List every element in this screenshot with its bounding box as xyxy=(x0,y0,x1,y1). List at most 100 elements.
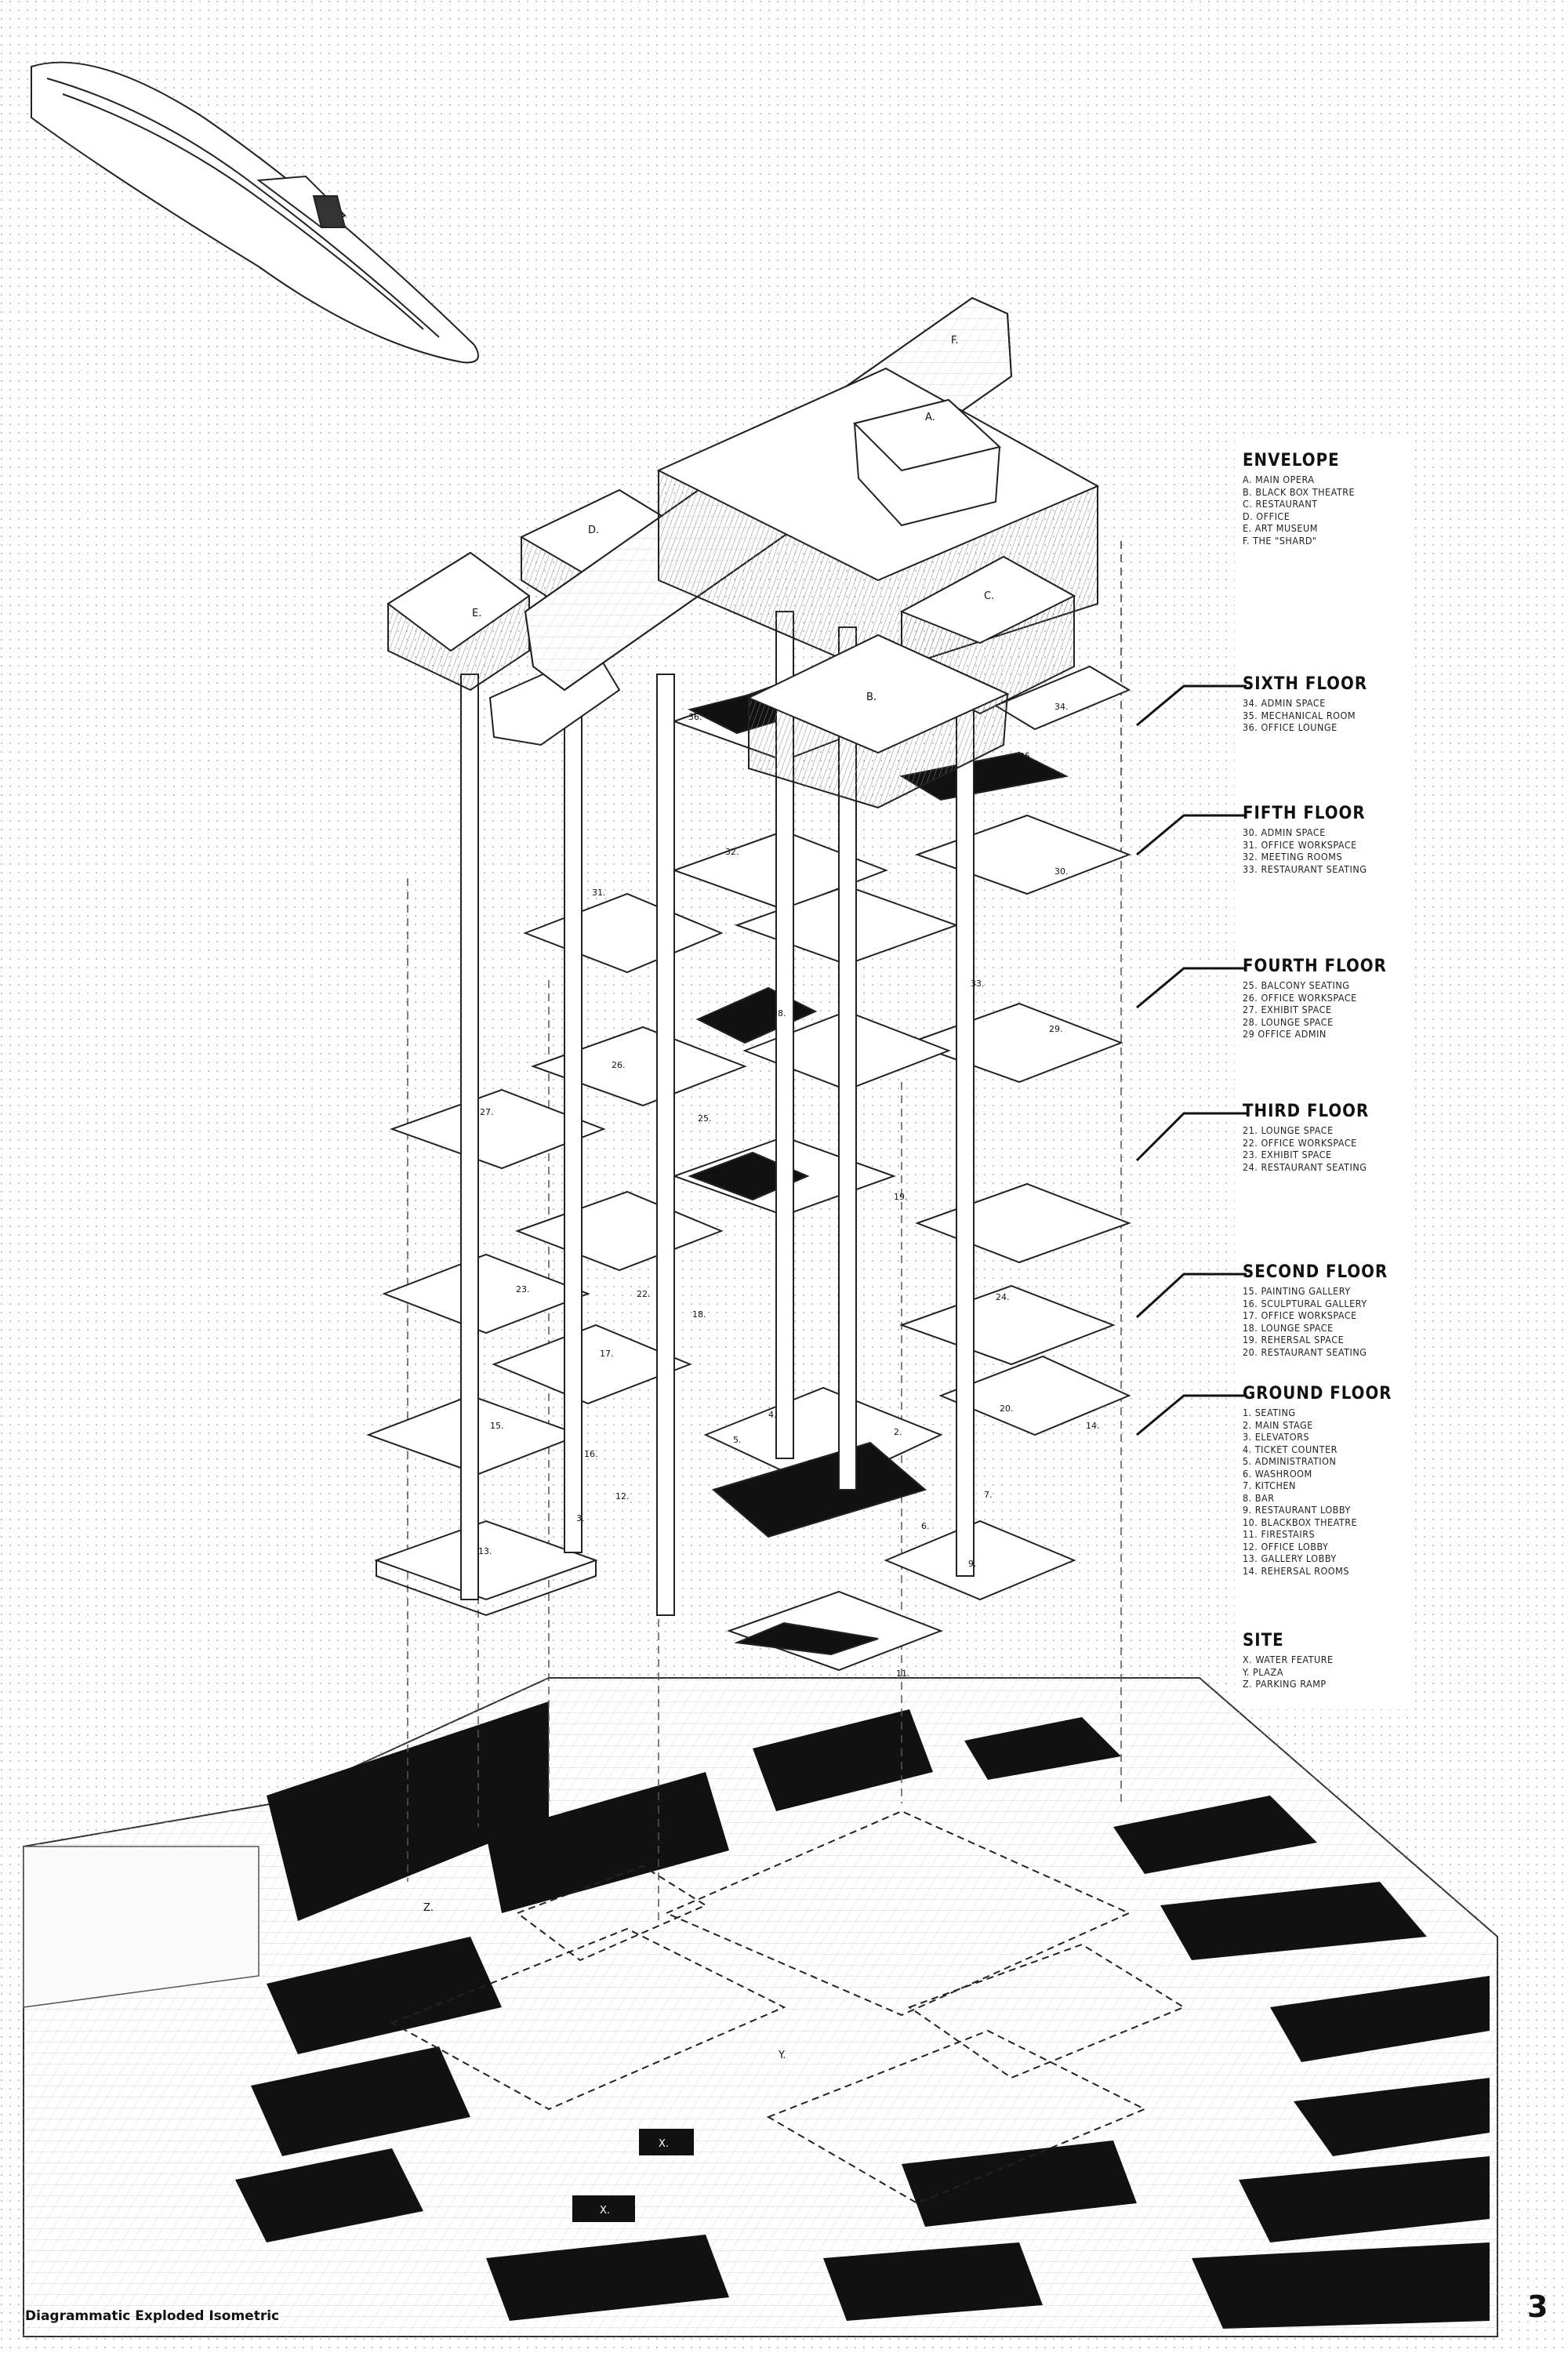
legend-item: 22. OFFICE WORKSPACE xyxy=(1243,1136,1357,1149)
legend-envelope-title: ENVELOPE xyxy=(1243,451,1340,470)
room-number-label: 18. xyxy=(692,1309,706,1320)
legend-item: 11. FIRESTAIRS xyxy=(1243,1528,1316,1540)
label-e: E. xyxy=(472,608,481,619)
room-number-label: 20. xyxy=(1000,1403,1014,1414)
room-number-label: 27. xyxy=(480,1107,494,1117)
label-a: A. xyxy=(925,412,935,423)
legend-item: 33. RESTAURANT SEATING xyxy=(1243,862,1367,875)
cruise-ship xyxy=(31,61,479,364)
label-d: D. xyxy=(588,525,599,536)
legend-item: 21. LOUNGE SPACE xyxy=(1243,1124,1334,1136)
legend-item: 6. WASHROOM xyxy=(1243,1467,1312,1480)
label-z: Z. xyxy=(423,1902,434,1914)
legend-leaders xyxy=(1135,684,1247,1436)
drawing-caption: Diagrammatic Exploded Isometric xyxy=(25,2308,280,2324)
legend-item: 15. PAINTING GALLERY xyxy=(1243,1285,1351,1297)
room-number-label: 12. xyxy=(615,1491,630,1501)
legend-item: 19. REHERSAL SPACE xyxy=(1243,1334,1345,1345)
room-number-label: 26. xyxy=(612,1060,626,1070)
room-number-label: 19. xyxy=(894,1192,908,1202)
room-number-label: 3. xyxy=(576,1513,585,1523)
legend-item: 30. ADMIN SPACE xyxy=(1243,826,1326,838)
room-number-label: 23. xyxy=(516,1284,530,1295)
room-number-label: 11. xyxy=(896,1669,910,1679)
room-number-label: 14. xyxy=(1086,1421,1100,1431)
legend-item: Y. PLAZA xyxy=(1243,1665,1283,1678)
legend-sixth-title: SIXTH FLOOR xyxy=(1243,674,1368,694)
envelope-labels: A. B. C. D. E. F. xyxy=(472,335,994,703)
legend-ground-title: GROUND FLOOR xyxy=(1243,1384,1392,1403)
legend-item: E. ART MUSEUM xyxy=(1243,522,1318,534)
legend-item: 13. GALLERY LOBBY xyxy=(1243,1552,1337,1564)
label-f: F. xyxy=(951,335,959,347)
legend-item: 1. SEATING xyxy=(1243,1407,1296,1418)
room-number-label: 17. xyxy=(600,1349,614,1359)
legend-panel xyxy=(1235,439,1411,1709)
room-number-label: 7. xyxy=(984,1490,993,1500)
legend-item: 31. OFFICE WORKSPACE xyxy=(1243,838,1357,851)
legend-item: F. THE "SHARD" xyxy=(1243,534,1317,546)
legend-item: 23. EXHIBIT SPACE xyxy=(1243,1149,1332,1160)
room-number-label: 28. xyxy=(772,1008,786,1019)
legend-item: D. OFFICE xyxy=(1243,510,1290,522)
room-number-label: 15. xyxy=(490,1421,504,1431)
legend-item: 17. OFFICE WORKSPACE xyxy=(1243,1309,1357,1321)
legend-item: 25. BALCONY SEATING xyxy=(1243,979,1350,991)
room-number-label: 25. xyxy=(698,1113,712,1124)
legend-item: 3. ELEVATORS xyxy=(1243,1431,1310,1443)
room-number-label: 36. xyxy=(688,712,702,722)
room-number-label: 34. xyxy=(1054,702,1069,712)
room-number-label: 13. xyxy=(478,1546,492,1556)
room-number-label: 10. xyxy=(814,1627,828,1637)
label-c: C. xyxy=(984,590,994,602)
legend-item: B. BLACK BOX THEATRE xyxy=(1243,485,1356,498)
legend-item: 10. BLACKBOX THEATRE xyxy=(1243,1516,1358,1528)
legend-item: 18. LOUNGE SPACE xyxy=(1243,1321,1334,1334)
room-number-label: 4. xyxy=(768,1410,777,1420)
label-y: Y. xyxy=(778,2050,786,2061)
room-number-label: 16. xyxy=(584,1449,598,1459)
water-feature-2 xyxy=(572,2195,635,2222)
legend-fifth-title: FIFTH FLOOR xyxy=(1243,804,1366,823)
room-number-label: 22. xyxy=(637,1289,651,1299)
legend-item: X. WATER FEATURE xyxy=(1243,1654,1334,1665)
legend-item: 9. RESTAURANT LOBBY xyxy=(1243,1504,1351,1516)
legend-third-title: THIRD FLOOR xyxy=(1243,1102,1370,1121)
legend-item: Z. PARKING RAMP xyxy=(1243,1678,1327,1690)
legend-item: 36. OFFICE LOUNGE xyxy=(1243,721,1338,733)
water-feature-1 xyxy=(639,2129,694,2155)
room-number-label: 9. xyxy=(968,1559,977,1569)
legend-item: 24. RESTAURANT SEATING xyxy=(1243,1160,1367,1173)
room-labels: 36.34.35.32.30.31.33.28.29.26.27.25.21.1… xyxy=(478,702,1100,1679)
site-plaza xyxy=(23,1677,1498,2337)
legend-item: 32. MEETING ROOMS xyxy=(1243,851,1343,862)
room-number-label: 31. xyxy=(592,888,606,898)
legend-item: 8. BAR xyxy=(1243,1491,1275,1504)
label-x1: X. xyxy=(659,2138,669,2150)
legend-item: 14. REHERSAL ROOMS xyxy=(1243,1564,1349,1577)
room-number-label: 21. xyxy=(728,1168,742,1178)
legend-item: C. RESTAURANT xyxy=(1243,498,1318,510)
legend-item: 4. TICKET COUNTER xyxy=(1243,1443,1338,1455)
legend-second-title: SECOND FLOOR xyxy=(1243,1262,1388,1282)
label-b: B. xyxy=(866,692,877,703)
legend-item: 16. SCULPTURAL GALLERY xyxy=(1243,1297,1367,1309)
legend-item: 7. KITCHEN xyxy=(1243,1480,1296,1491)
legend-item: 5. ADMINISTRATION xyxy=(1243,1455,1337,1467)
legend-item: 29 OFFICE ADMIN xyxy=(1243,1028,1327,1040)
legend-item: 20. RESTAURANT SEATING xyxy=(1243,1345,1367,1358)
